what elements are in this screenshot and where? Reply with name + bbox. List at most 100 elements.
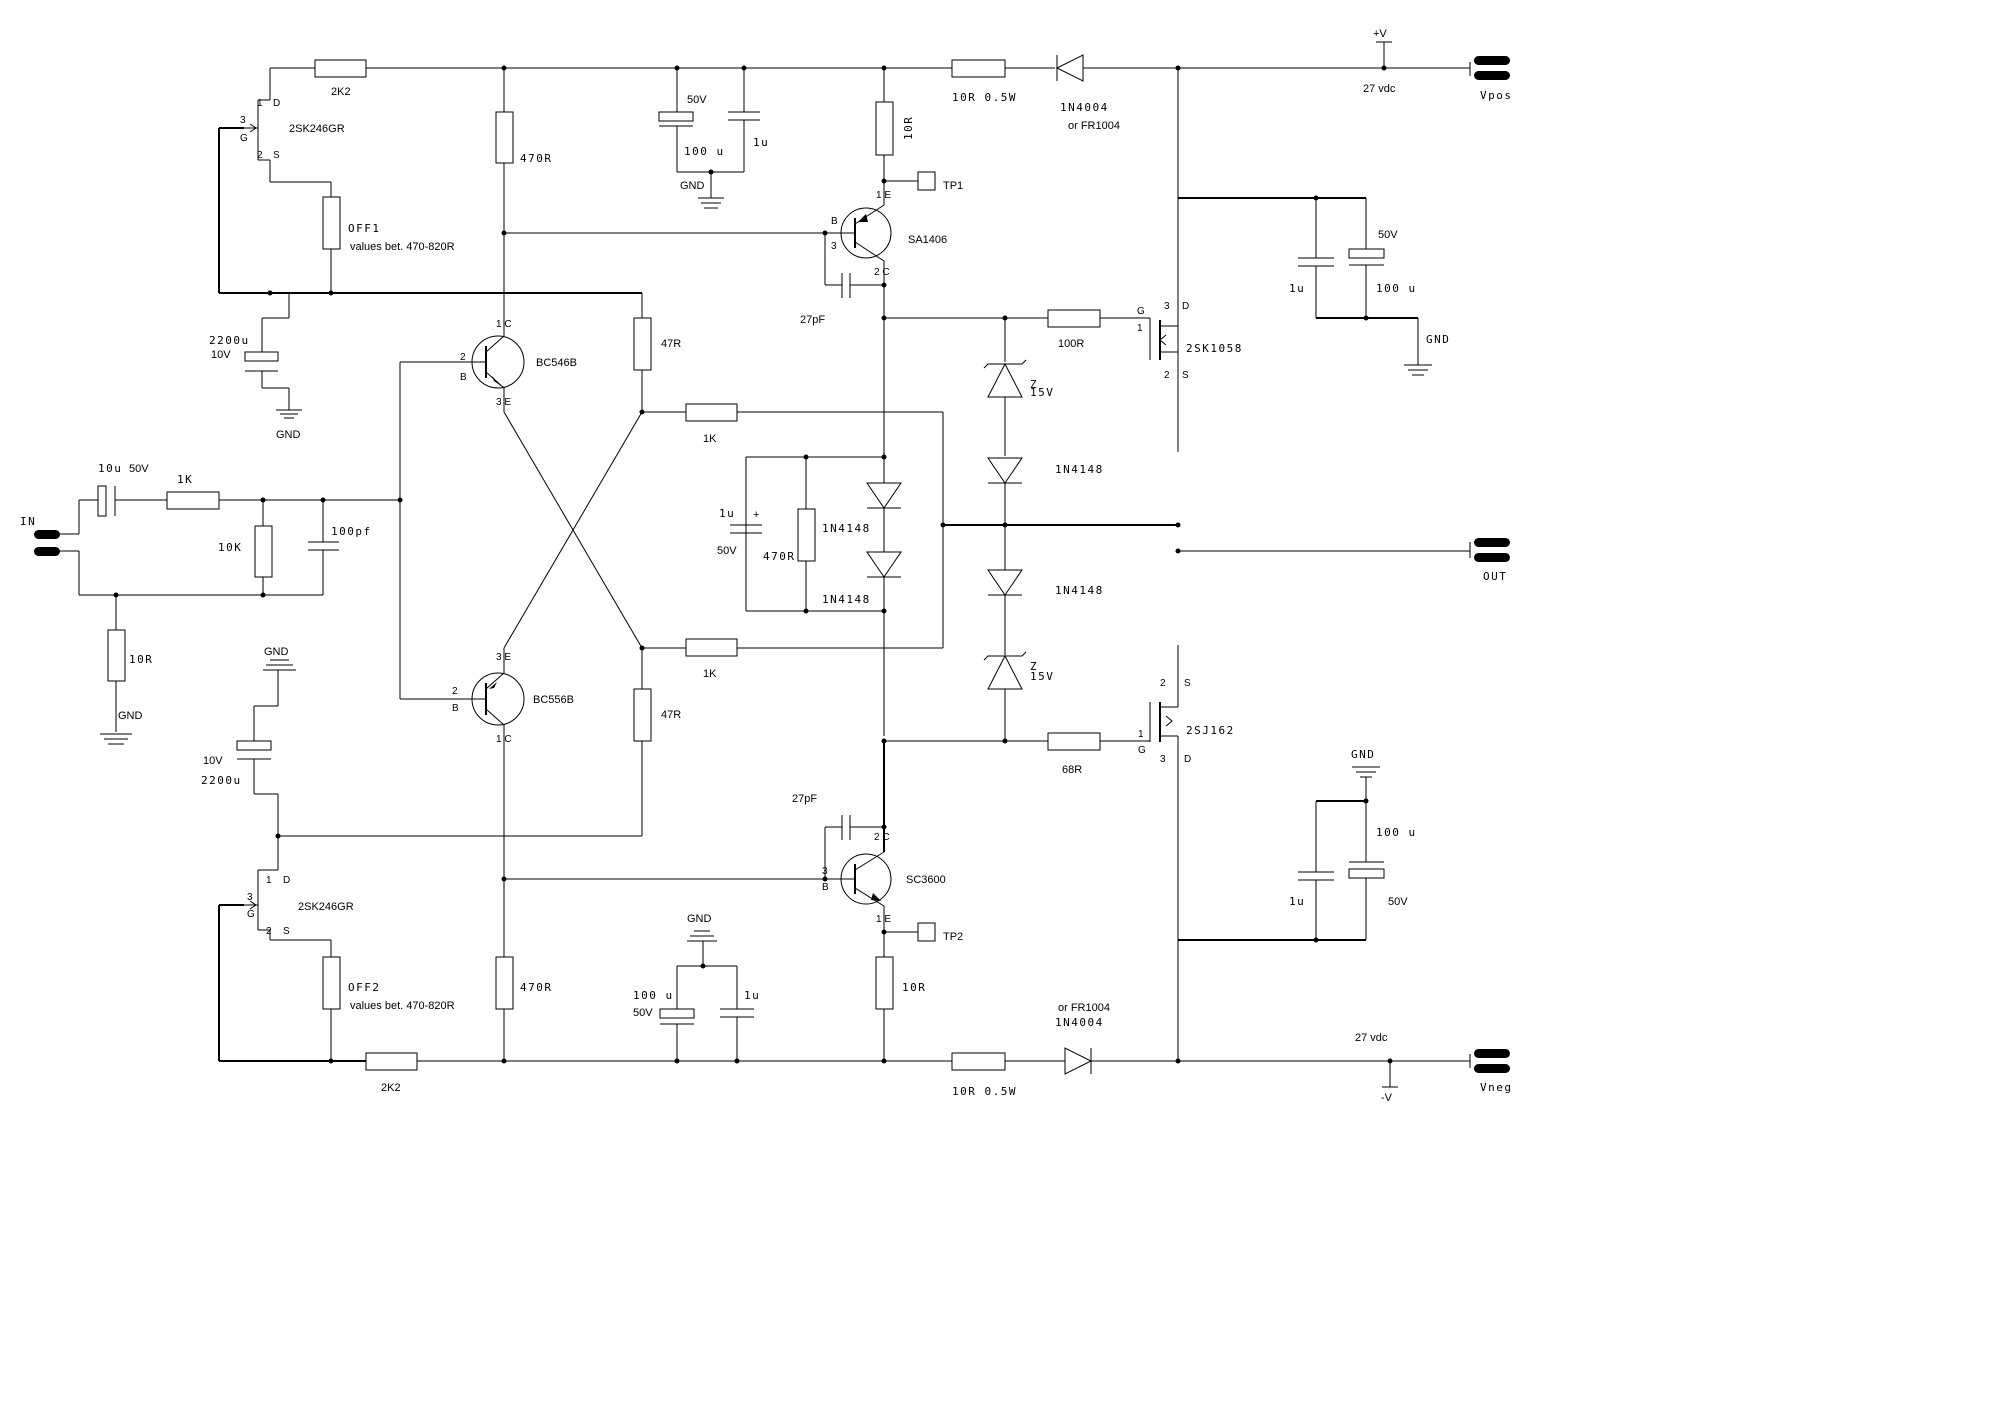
c-bot-50v-label: 50V	[633, 1007, 653, 1019]
c-bias-50v-label: 50V	[717, 545, 737, 557]
d-label: D	[1184, 754, 1191, 765]
r-off2-label: OFF2	[348, 981, 381, 994]
c-label: 2 C	[874, 832, 890, 843]
plus-v-label: +V	[1373, 28, 1387, 40]
cap-2200u-top	[244, 293, 290, 410]
resistor-10r-emitter-bottom	[875, 956, 894, 1010]
resistor-47r-top	[633, 317, 652, 371]
resistor-off2	[322, 956, 341, 1010]
ground-symbol-4	[1404, 364, 1432, 376]
c-top-100u-label: 100 u	[684, 145, 725, 158]
jfet-top-wiring	[218, 68, 643, 318]
resistor-off1-label: OFF1	[348, 222, 381, 235]
gnd-label-label: GND	[1351, 748, 1375, 761]
c-label: 1 C	[496, 734, 512, 745]
b-num-label: 2	[460, 352, 466, 363]
b-label: B	[822, 882, 829, 893]
bias-network	[730, 456, 884, 612]
diode-1n4004-top-label: 1N4004	[1060, 101, 1109, 114]
cap-2200u-bottom	[236, 670, 279, 870]
c-right-top-100u-label: 100 u	[1376, 282, 1417, 295]
r-470-bias-label: 470R	[763, 550, 796, 563]
gnd-label-label: GND	[1426, 333, 1450, 346]
s-label: S	[1184, 678, 1191, 689]
tp1-pad[interactable]	[917, 171, 936, 191]
d-zener-top-v-label: 15V	[1030, 386, 1054, 399]
s-num-label: 2	[257, 150, 263, 161]
zener-diode-bottom	[983, 651, 1027, 690]
c-right-bot-1u-label: 1u	[1289, 895, 1305, 908]
resistor-1k-upper	[685, 403, 738, 422]
c-27p-bot-label: 27pF	[792, 793, 817, 805]
r-100r-label: 100R	[1058, 338, 1084, 350]
resistor-68r	[1047, 732, 1101, 751]
cap-1u-right-top	[1298, 198, 1334, 318]
sc3600-label: SC3600	[906, 874, 946, 886]
cap-100pf	[308, 500, 339, 595]
b-label: B	[831, 216, 838, 227]
vpos-connector[interactable]	[1474, 56, 1510, 80]
out-label: OUT	[1483, 570, 1507, 583]
resistor-10r-0-5w-top-label: 10R 0.5W	[952, 91, 1017, 104]
g-label: G	[247, 909, 255, 920]
resistor-10r-0-5w-bottom	[951, 1052, 1006, 1071]
r-10k-label: 10K	[218, 541, 242, 554]
off1-note: values bet. 470-820R	[350, 241, 455, 253]
e-label: 3 E	[496, 652, 511, 663]
gnd-label-label: GND	[118, 710, 143, 722]
tp1-label: TP1	[943, 180, 963, 192]
resistor-off1	[322, 196, 341, 250]
supply-pos-label: 27 vdc	[1363, 83, 1396, 95]
r-1k-upper-label: 1K	[703, 433, 717, 445]
transistor-bc546b	[400, 335, 525, 412]
in-label: IN	[20, 515, 36, 528]
r-1k-in-label: 1K	[177, 473, 193, 486]
resistor-2k2-top	[314, 59, 367, 78]
vneg-connector[interactable]	[1474, 1049, 1510, 1073]
e-label: 1 E	[876, 190, 891, 201]
in-connector[interactable]	[34, 530, 60, 556]
tp2-pad[interactable]	[917, 922, 936, 942]
d-label: D	[1182, 301, 1189, 312]
c-bot-1u-label: 1u	[744, 989, 760, 1002]
out-connector[interactable]	[1474, 538, 1510, 562]
transistor-bc556b	[400, 648, 525, 1061]
ground-symbol-7	[687, 930, 717, 942]
d-1n4004-bot-label: 1N4004	[1055, 1016, 1104, 1029]
resistor-10r-emitter-top	[875, 101, 894, 156]
cap-100u-top	[658, 68, 694, 172]
resistor-10r-0-5w-top	[951, 59, 1006, 78]
r-2k2-bot-label: 2K2	[381, 1082, 401, 1094]
ground-symbol-6	[263, 659, 296, 671]
gnd-label-label: GND	[687, 913, 712, 925]
diode-1n4004-bottom	[1064, 1047, 1093, 1075]
e-label: 3 E	[496, 397, 511, 408]
diode-1n4148-bias-upper	[866, 482, 902, 509]
c-2200-bot-v-label: 10V	[203, 755, 223, 767]
mosfet-2sj162-label: 2SJ162	[1186, 724, 1235, 737]
s-label: S	[283, 926, 290, 937]
sa1406-label: SA1406	[908, 234, 947, 246]
c-bias-plus-label: +	[753, 509, 759, 521]
jfet-top-part-label: 2SK246GR	[289, 123, 345, 135]
b-label: B	[452, 703, 459, 714]
vpos-label: Vpos	[1480, 89, 1513, 102]
c-top-50v-label: 50V	[687, 94, 707, 106]
c-label: 2 C	[874, 267, 890, 278]
diode-fr1004-top-label: or FR1004	[1068, 120, 1120, 132]
g-label: G	[240, 133, 248, 144]
jfet-bottom-gate-arrow	[249, 900, 257, 910]
r-68r-label: 68R	[1062, 764, 1082, 776]
resistor-470r-bottom	[495, 956, 514, 1010]
resistor-2k2-top-label: 2K2	[331, 86, 351, 98]
b-num-label: 3	[831, 241, 837, 252]
d-label: D	[283, 875, 290, 886]
c-right-top-50v-label: 50V	[1378, 229, 1398, 241]
s-label: S	[273, 150, 280, 161]
resistor-470r-top-label: 470R	[520, 152, 553, 165]
d-1n4148-d-label: 1N4148	[1055, 584, 1104, 597]
transistor-sc3600	[825, 741, 892, 907]
cap-1u-bottom	[720, 966, 754, 1061]
c-top-1u-label: 1u	[753, 136, 769, 149]
c-bot-100u-label: 100 u	[633, 989, 674, 1002]
